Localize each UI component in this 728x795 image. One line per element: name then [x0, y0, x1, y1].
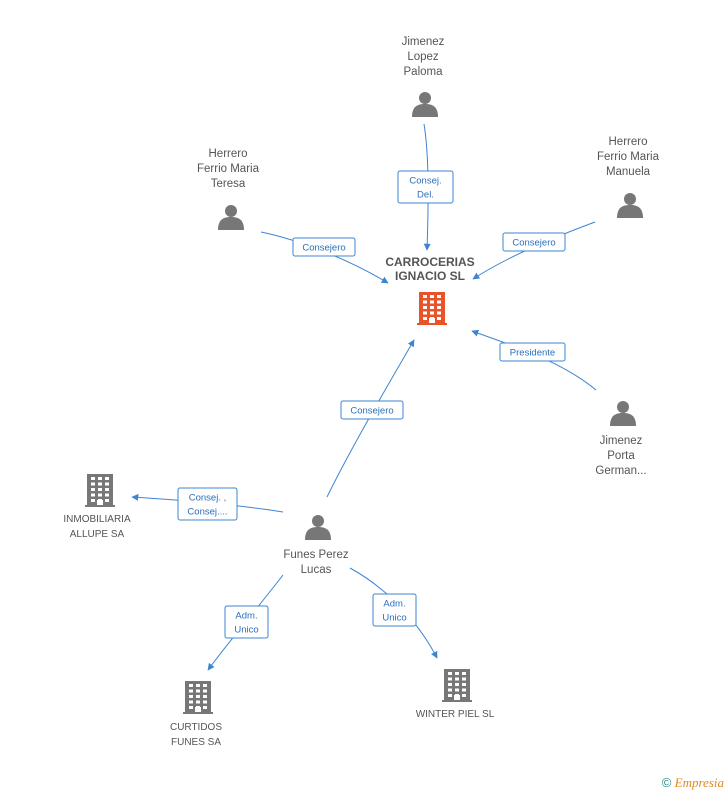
node-label: Paloma — [404, 66, 444, 78]
edge-label-box[interactable] — [499, 342, 566, 362]
node-curt[interactable]: CURTIDOS FUNES SA — [170, 681, 222, 748]
node-label: Jimenez — [402, 36, 445, 48]
person-icon[interactable] — [218, 205, 244, 230]
footer-brand: © Empresia — [662, 775, 724, 791]
node-label: Jimenez — [600, 435, 643, 447]
edge-label-box[interactable] — [177, 487, 238, 521]
edge-label-text: Consej. — [409, 176, 441, 187]
node-label: Ferrio Maria — [597, 151, 660, 163]
copyright-symbol: © — [661, 775, 672, 790]
node-label: CARROCERIAS — [385, 255, 474, 269]
building-icon[interactable] — [85, 474, 115, 507]
node-label: INMOBILIARIA — [63, 514, 131, 525]
node-label: Ferrio Maria — [197, 163, 260, 175]
edge-label-box[interactable] — [502, 232, 566, 252]
edge-fpl-curt: Adm. Unico — [207, 574, 284, 671]
edge-fpl-center: Consejero — [326, 339, 415, 498]
edge-jlp-center: Consej. Del. — [397, 123, 454, 251]
edge-jpg-center: Presidente — [471, 329, 597, 391]
edge-label-text: Consejero — [512, 238, 555, 249]
node-label: FUNES SA — [171, 737, 221, 748]
edge-label-box[interactable] — [340, 400, 404, 420]
edge-label-text: Unico — [234, 625, 258, 636]
node-label: Lopez — [407, 51, 439, 63]
edge-hfmm-center: Consejero — [472, 221, 596, 280]
node-label: Lucas — [301, 564, 332, 576]
edge-label-text: Del. — [417, 190, 434, 201]
node-label: ALLUPE SA — [70, 529, 125, 540]
node-label: Teresa — [211, 178, 246, 190]
node-label: IGNACIO SL — [395, 269, 465, 283]
node-inmo[interactable]: INMOBILIARIA ALLUPE SA — [63, 474, 131, 540]
node-label: Manuela — [606, 166, 651, 178]
edge-fpl-wint: Adm. Unico — [349, 567, 438, 659]
brand-logo: Empresia — [675, 775, 724, 790]
person-icon[interactable] — [305, 515, 331, 540]
node-label: CURTIDOS — [170, 722, 222, 733]
node-label: Herrero — [209, 148, 248, 160]
brand-initial: E — [674, 775, 683, 790]
building-icon[interactable] — [183, 681, 213, 714]
edge-label-text: Unico — [382, 613, 406, 624]
edge-label-text: Adm. — [383, 599, 405, 610]
edge-label-box[interactable] — [372, 593, 417, 627]
node-label: German... — [595, 465, 646, 477]
edge-line — [326, 339, 415, 498]
node-label: Herrero — [609, 136, 648, 148]
edge-label-text: Consejero — [350, 406, 393, 417]
node-wint[interactable]: WINTER PIEL SL — [416, 669, 495, 720]
person-icon[interactable] — [617, 193, 643, 218]
edge-label-text: Consej.... — [187, 507, 227, 518]
building-icon[interactable] — [442, 669, 472, 702]
edge-label-text: Consej. , — [189, 493, 227, 504]
building-icon-highlighted[interactable] — [417, 292, 447, 325]
edge-label-text: Presidente — [510, 348, 555, 359]
person-icon[interactable] — [610, 401, 636, 426]
node-label: Funes Perez — [283, 549, 348, 561]
brand-name: mpresia — [682, 775, 724, 790]
edge-label-text: Adm. — [235, 611, 257, 622]
node-label: WINTER PIEL SL — [416, 709, 495, 720]
edge-hfmt-center: Consejero — [260, 231, 389, 284]
edge-label-text: Consejero — [302, 243, 345, 254]
edge-label-box[interactable] — [224, 605, 269, 639]
edge-label-box[interactable] — [292, 237, 356, 257]
node-label: Porta — [607, 450, 635, 462]
node-jpg[interactable]: JimenezPortaGerman... — [595, 401, 647, 477]
edge-fpl-inmo: Consej. , Consej.... — [131, 487, 284, 521]
edge-label-box[interactable] — [397, 170, 454, 204]
person-icon[interactable] — [412, 92, 438, 117]
